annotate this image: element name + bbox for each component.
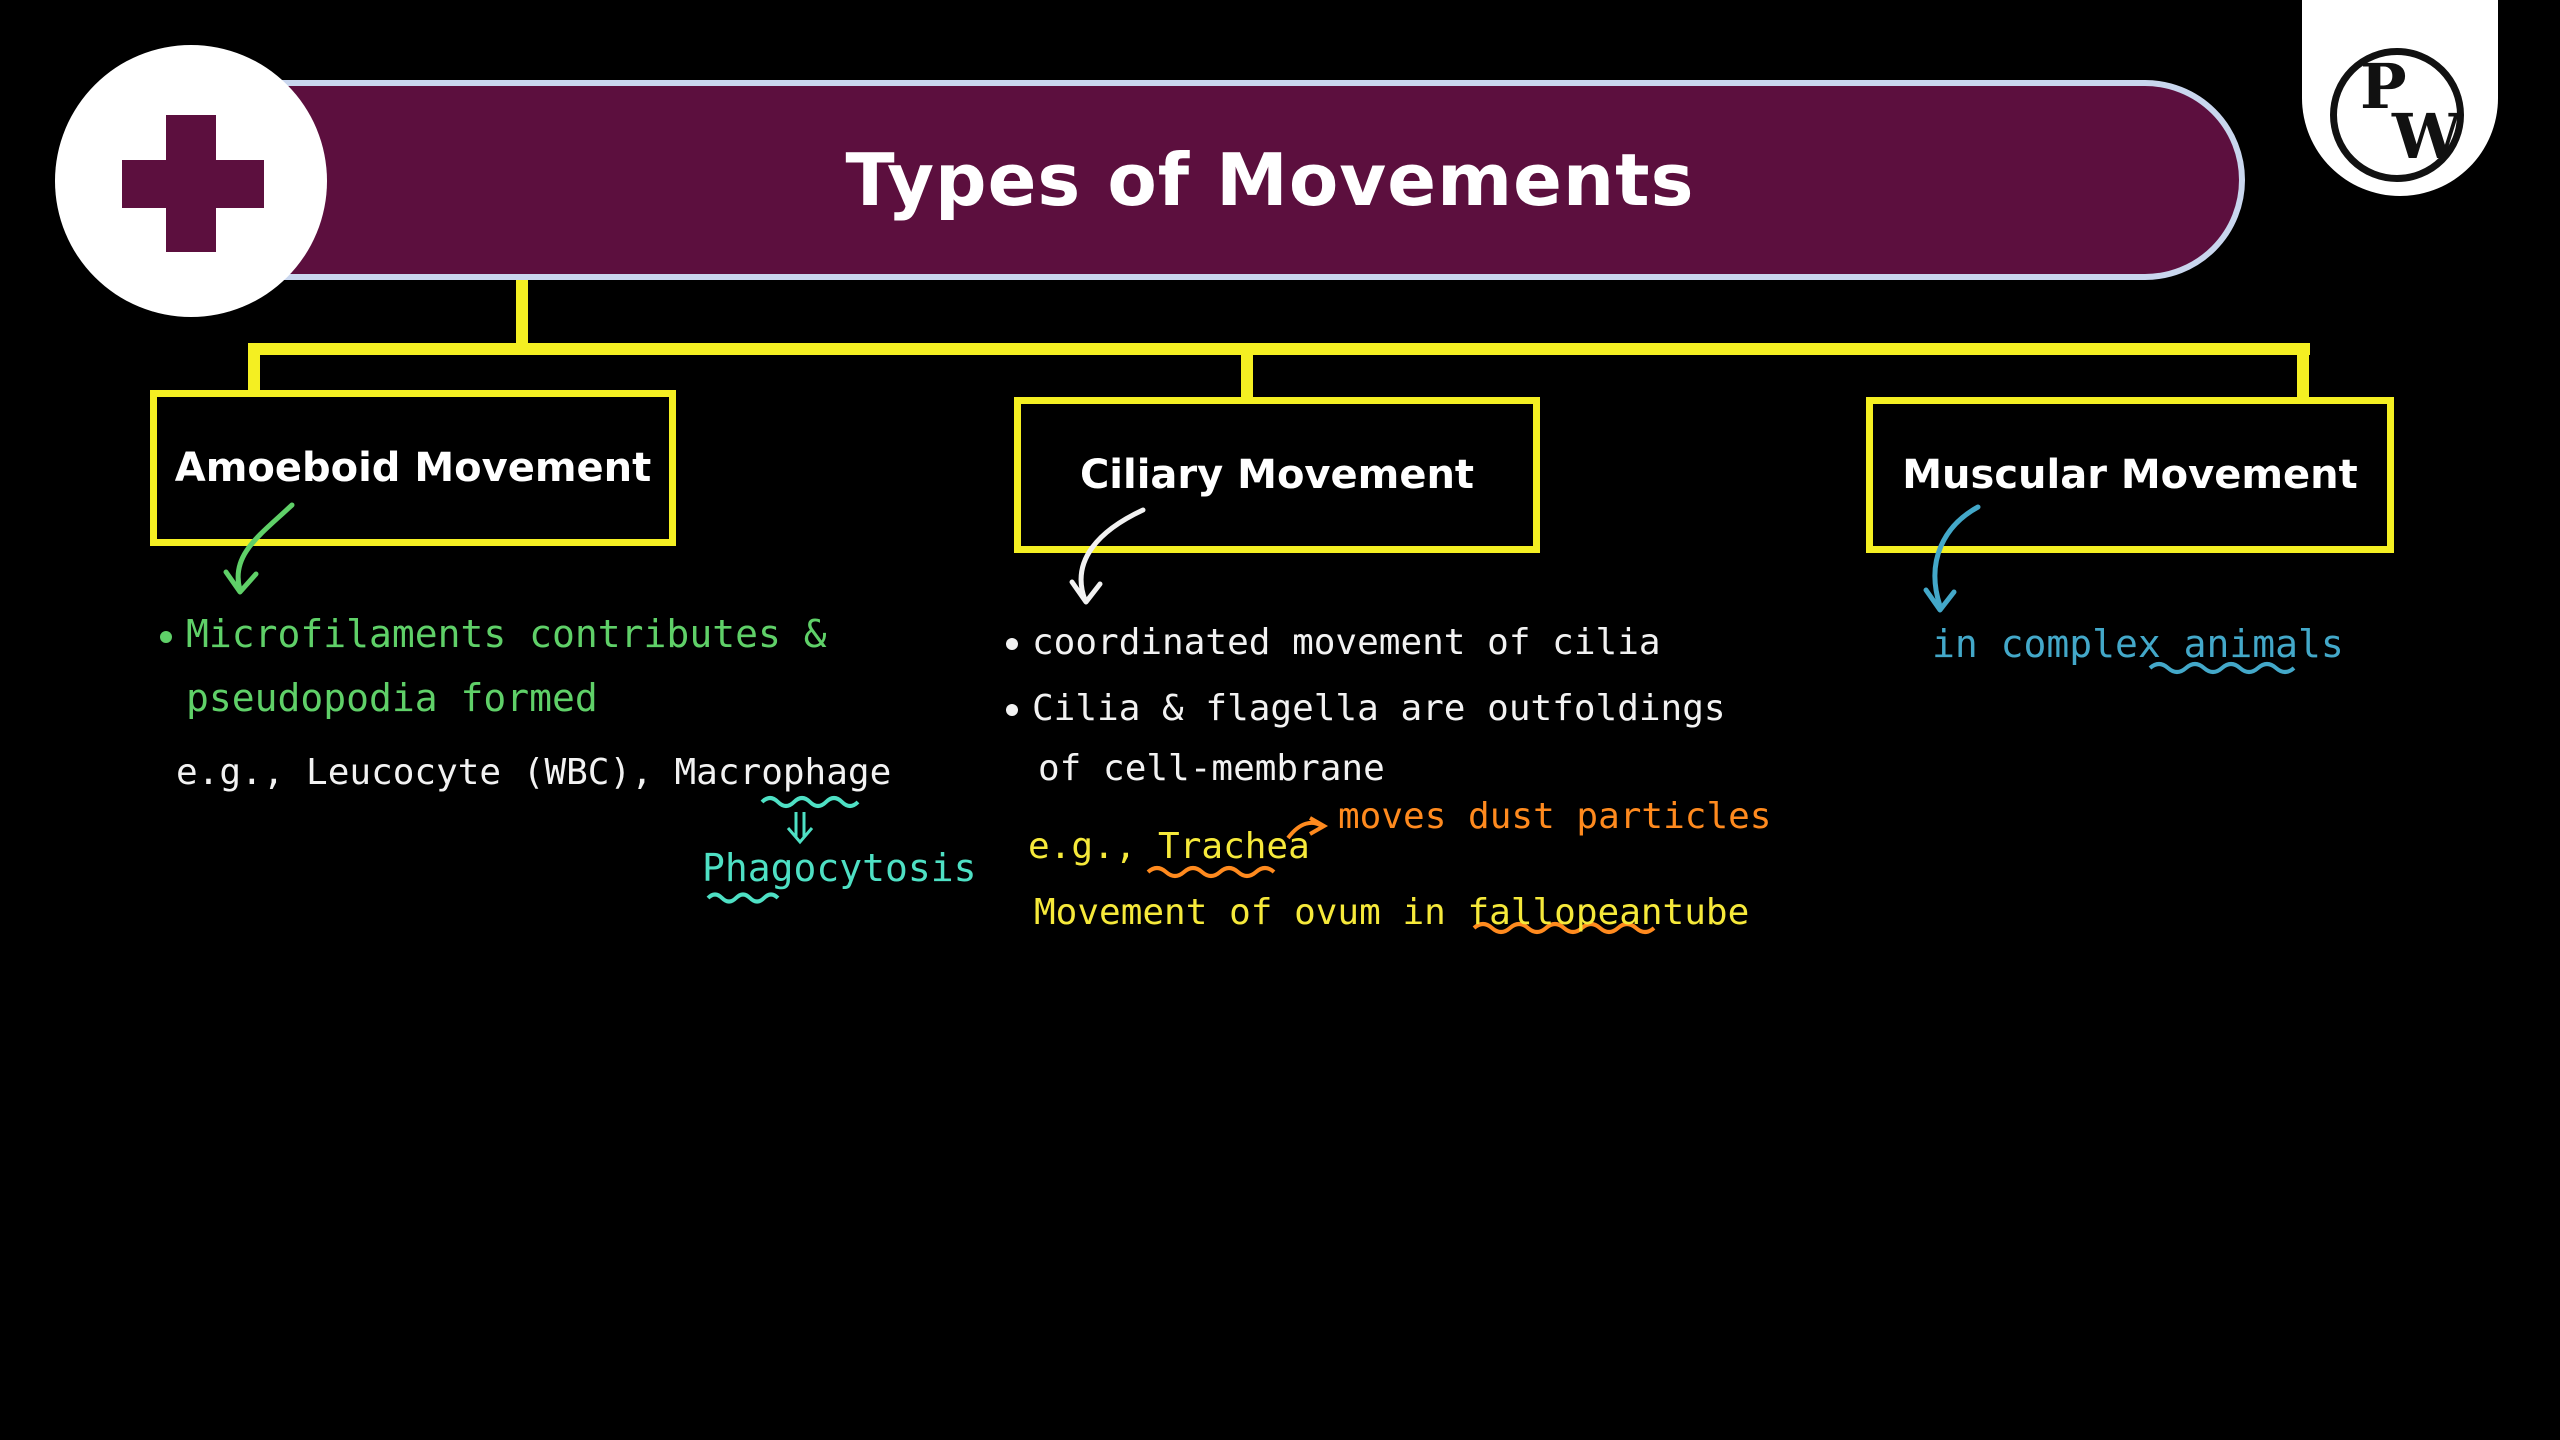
ciliary-example-note: moves dust particles [1338,796,1772,837]
connector-stem [516,280,528,350]
amoeboid-example: e.g., Leucocyte (WBC), Macrophage [176,752,892,793]
ciliary-note-2-text: Cilia & flagella are outfoldings [1032,688,1726,729]
logo-letter-p: P [2360,50,2407,123]
amoeboid-result: Phagocytosis [702,846,977,890]
ciliary-arrowhead [1069,579,1103,605]
ciliary-movement-label: Ciliary Movement [1079,452,1475,498]
connector-drop-amoeboid [248,343,260,393]
connector-bus [248,343,2310,355]
trachea-underline [1146,866,1276,878]
phagocytosis-arrow-shaft [794,812,806,838]
bullet-icon [160,630,172,643]
muscular-note-1: in complex animals [1932,622,2344,666]
amoeboid-movement-box: Amoeboid Movement [150,390,676,546]
bullet-icon [1006,704,1018,716]
logo-letter-w: W [2392,100,2462,173]
amoeboid-note-1-cont: pseudopodia formed [186,676,598,720]
macrophage-underline [760,796,860,808]
page-title: Types of Movements [845,138,1695,222]
ciliary-note-2: Cilia & flagella are outfoldings [1006,688,1726,729]
bullet-icon [1006,638,1018,650]
title-banner [215,80,2245,280]
amoeboid-movement-label: Amoeboid Movement [174,445,652,491]
ciliary-note-1: coordinated movement of cilia [1006,622,1661,663]
phagocytosis-underline [706,892,780,904]
ciliary-note-1-text: coordinated movement of cilia [1032,622,1661,663]
muscular-movement-label: Muscular Movement [1902,452,2358,498]
logo-ring [2330,48,2464,182]
animals-underline [2148,662,2296,674]
phagocytosis-arrowhead [786,827,814,845]
connector-drop-muscular [2297,343,2309,398]
ciliary-movement-box: Ciliary Movement [1014,397,1540,553]
trachea-note-arrowhead [1309,816,1329,836]
ciliary-note-2-cont: of cell-membrane [1038,748,1385,789]
plus-cross-icon-bar [122,160,264,208]
connector-drop-ciliary [1241,343,1253,398]
amoeboid-note-1-text: Microfilaments contributes & [186,612,827,656]
amoeboid-arrowhead [223,569,259,595]
amoeboid-note-1: Microfilaments contributes & [160,612,827,656]
amoeboid-arrow [235,502,295,593]
muscular-arrow [1932,504,1981,609]
fallopeantube-underline [1472,922,1656,934]
ciliary-example: e.g., Trachea [1028,826,1310,867]
muscular-arrowhead [1923,587,1957,613]
ciliary-arrow [1078,507,1146,603]
ciliary-example-2: Movement of ovum in fallopeantube [1034,892,1750,933]
